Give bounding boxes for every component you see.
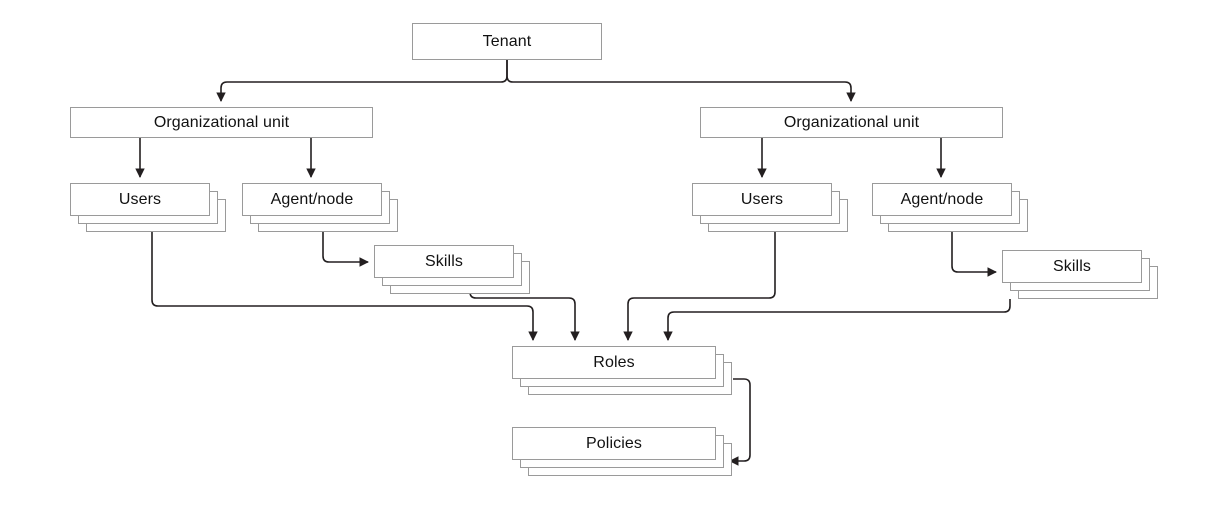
node-org-unit-right-label: Organizational unit	[783, 113, 920, 131]
node-policies[interactable]: Policies	[512, 427, 732, 476]
node-agent-node-left[interactable]: Agent/node	[242, 183, 398, 232]
node-agent-node-right-card	[872, 183, 1012, 216]
node-org-unit-left-card	[70, 107, 373, 138]
node-skills-right-label: Skills	[1053, 257, 1091, 275]
node-tenant-card	[412, 23, 602, 60]
node-skills-left[interactable]: Skills	[374, 245, 530, 294]
edge-roles-to-policies	[729, 378, 751, 466]
node-tenant[interactable]: Tenant	[412, 23, 602, 60]
node-skills-right-card	[1002, 250, 1142, 283]
edge-tenant-to-right-org-unit	[506, 60, 856, 102]
node-users-right-card	[692, 183, 832, 216]
edge-left-skills-to-roles	[469, 291, 580, 341]
node-skills-right[interactable]: Skills	[1002, 250, 1158, 299]
node-roles-card	[512, 346, 716, 379]
node-users-right-label: Users	[740, 190, 784, 208]
node-agent-node-right[interactable]: Agent/node	[872, 183, 1028, 232]
node-skills-left-label: Skills	[425, 252, 463, 270]
node-agent-node-left-label: Agent/node	[270, 190, 354, 208]
node-tenant-label: Tenant	[482, 32, 532, 50]
node-org-unit-right[interactable]: Organizational unit	[700, 107, 1003, 138]
node-users-left[interactable]: Users	[70, 183, 226, 232]
node-policies-label: Policies	[586, 434, 642, 452]
edge-left-agent-node-to-skills	[322, 232, 369, 267]
node-org-unit-left[interactable]: Organizational unit	[70, 107, 373, 138]
edge-right-users-to-roles	[623, 232, 776, 341]
node-agent-node-right-label: Agent/node	[900, 190, 984, 208]
node-users-left-label: Users	[118, 190, 162, 208]
node-roles[interactable]: Roles	[512, 346, 732, 395]
edge-tenant-to-left-org-unit	[216, 60, 508, 102]
edge-right-agent-node-to-skills	[951, 232, 997, 277]
node-org-unit-right-card	[700, 107, 1003, 138]
node-org-unit-left-label: Organizational unit	[153, 113, 290, 131]
edge-right-skills-to-roles	[663, 299, 1011, 341]
node-users-right[interactable]: Users	[692, 183, 848, 232]
node-users-left-card	[70, 183, 210, 216]
node-agent-node-left-card	[242, 183, 382, 216]
node-roles-label: Roles	[593, 353, 635, 371]
node-policies-card	[512, 427, 716, 460]
